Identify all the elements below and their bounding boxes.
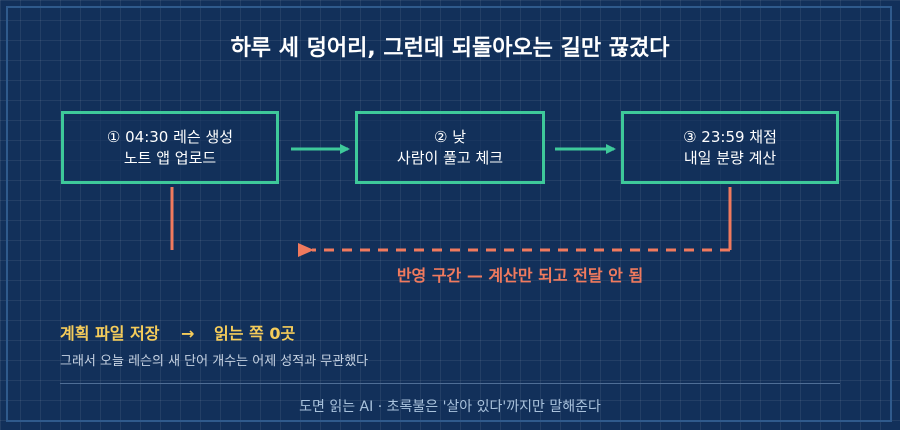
step-node-solve: ② 낮 사람이 풀고 체크	[355, 111, 545, 184]
step-node-grade: ③ 23:59 채점 내일 분량 계산	[621, 111, 839, 184]
step-node-grade-line2: 내일 분량 계산	[683, 148, 777, 167]
plan-left-text: 계획 파일 저장	[60, 324, 160, 343]
plan-right-text: 읽는 쪽 0곳	[214, 324, 296, 343]
feedback-label: 반영 구간 — 계산만 되고 전달 안 됨	[396, 266, 644, 285]
plan-status-line: 계획 파일 저장 → 읽는 쪽 0곳	[60, 320, 295, 344]
step-node-solve-line2: 사람이 풀고 체크	[396, 148, 504, 167]
explanation-note: 그래서 오늘 레슨의 새 단어 개수는 어제 성적과 무관했다	[60, 354, 369, 369]
step-node-grade-line1: ③ 23:59 채점	[683, 127, 777, 146]
footer-divider	[60, 383, 840, 384]
step-node-generate-line2: 노트 앱 업로드	[123, 148, 217, 167]
diagram-frame	[6, 6, 892, 422]
step-node-solve-line1: ② 낮	[433, 127, 466, 146]
diagram-title: 하루 세 덩어리, 그런데 되돌아오는 길만 끊겼다	[230, 36, 670, 61]
step-node-generate-line1: ① 04:30 레슨 생성	[106, 127, 234, 146]
right-arrow-icon: →	[181, 324, 195, 343]
step-node-generate: ① 04:30 레슨 생성 노트 앱 업로드	[61, 111, 279, 184]
footer-caption: 도면 읽는 AI · 초록불은 '살아 있다'까지만 말해준다	[299, 399, 601, 415]
